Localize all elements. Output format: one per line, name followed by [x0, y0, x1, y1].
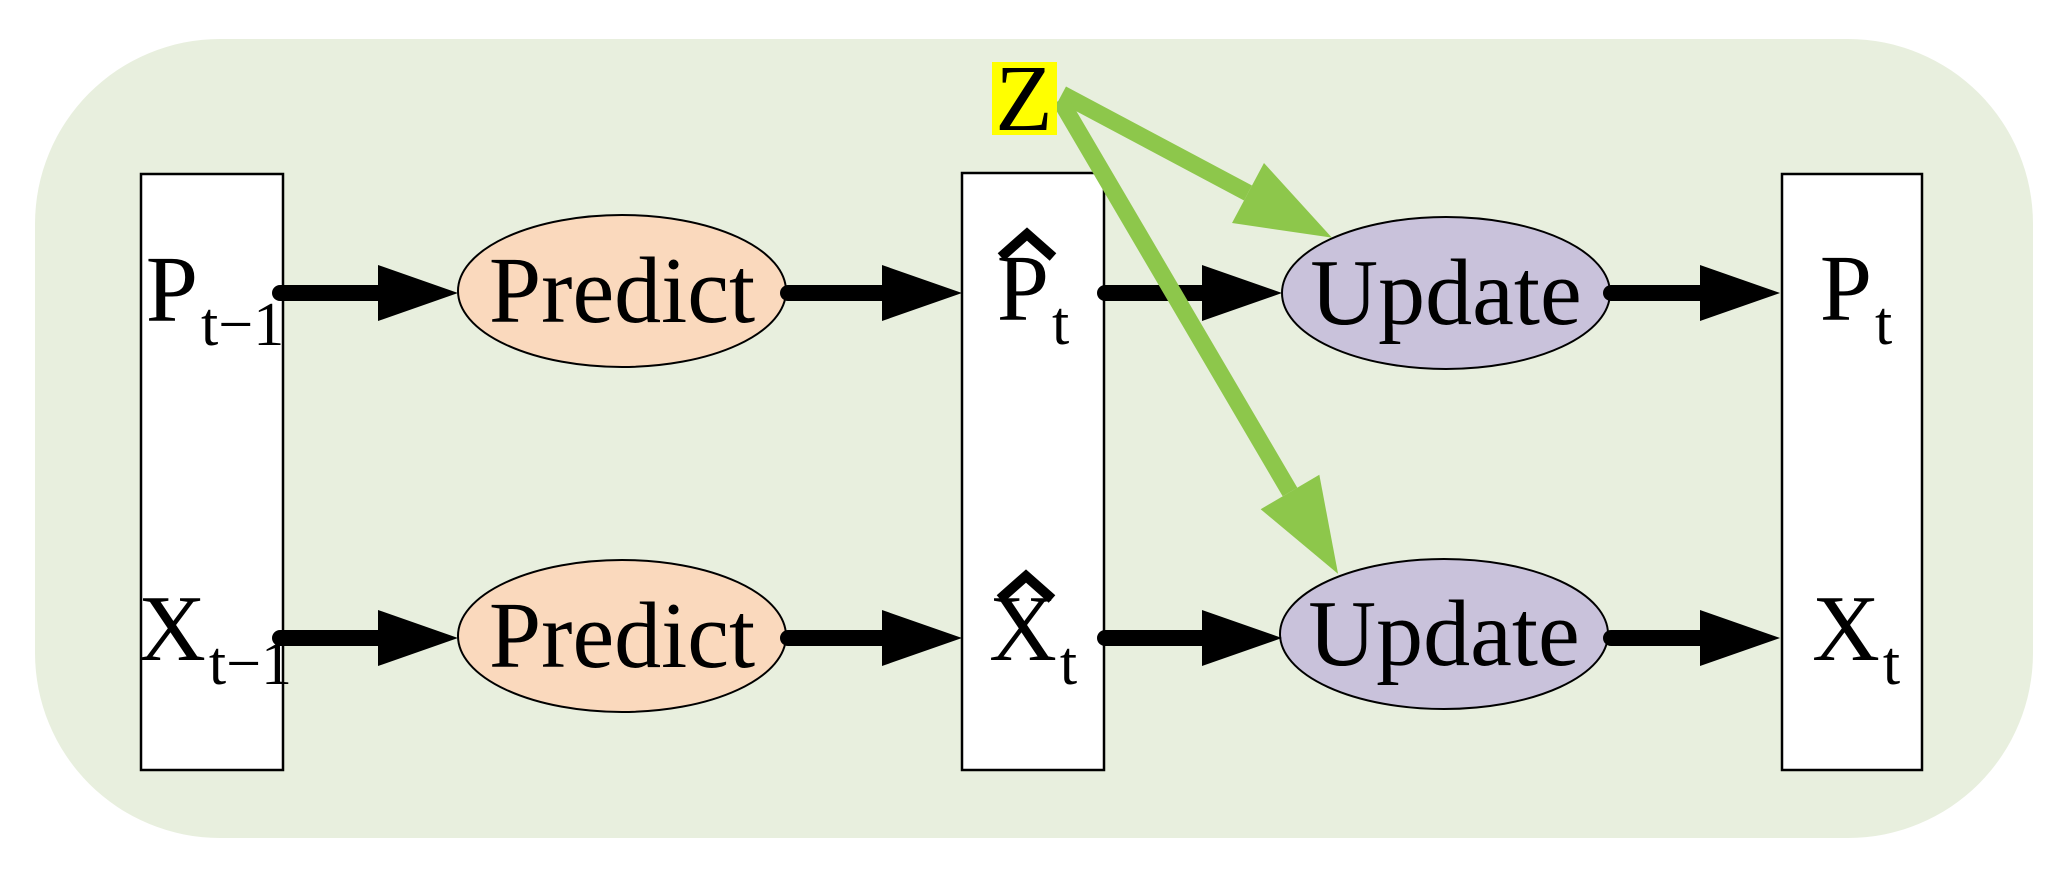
state-box-predicted: [960, 171, 1106, 772]
hat-accent-p-pred: [997, 227, 1057, 261]
state-label-x-prev: Xt−1: [138, 577, 292, 698]
state-base: P: [146, 238, 198, 342]
state-base: P: [1820, 237, 1872, 341]
state-box-previous: [139, 172, 285, 772]
measurement-label: Z: [995, 47, 1052, 151]
arrow-measurement-to-update-p: [1058, 86, 1332, 238]
state-label-x-post: Xt: [1812, 577, 1900, 698]
arrow-measurement-to-update-x: [1052, 95, 1339, 574]
state-subscript: t−1: [209, 630, 292, 698]
state-subscript: t: [1052, 290, 1069, 358]
state-label-p-post: Pt: [1820, 237, 1893, 358]
measurement-box: [992, 62, 1057, 135]
state-box-updated: [1780, 172, 1924, 772]
state-base: X: [1812, 577, 1880, 681]
state-subscript: t: [1883, 630, 1900, 698]
state-subscript: t: [1060, 630, 1077, 698]
predict-label-p: Predict: [489, 239, 755, 343]
state-label-p-prev: Pt−1: [146, 238, 284, 359]
hat-accent-x-pred: [996, 569, 1056, 603]
predict-label-x: Predict: [489, 584, 755, 688]
state-base: X: [138, 577, 206, 681]
update-label-x: Update: [1308, 582, 1579, 686]
state-subscript: t: [1875, 290, 1892, 358]
update-label-p: Update: [1310, 241, 1581, 345]
state-subscript: t−1: [201, 291, 284, 359]
